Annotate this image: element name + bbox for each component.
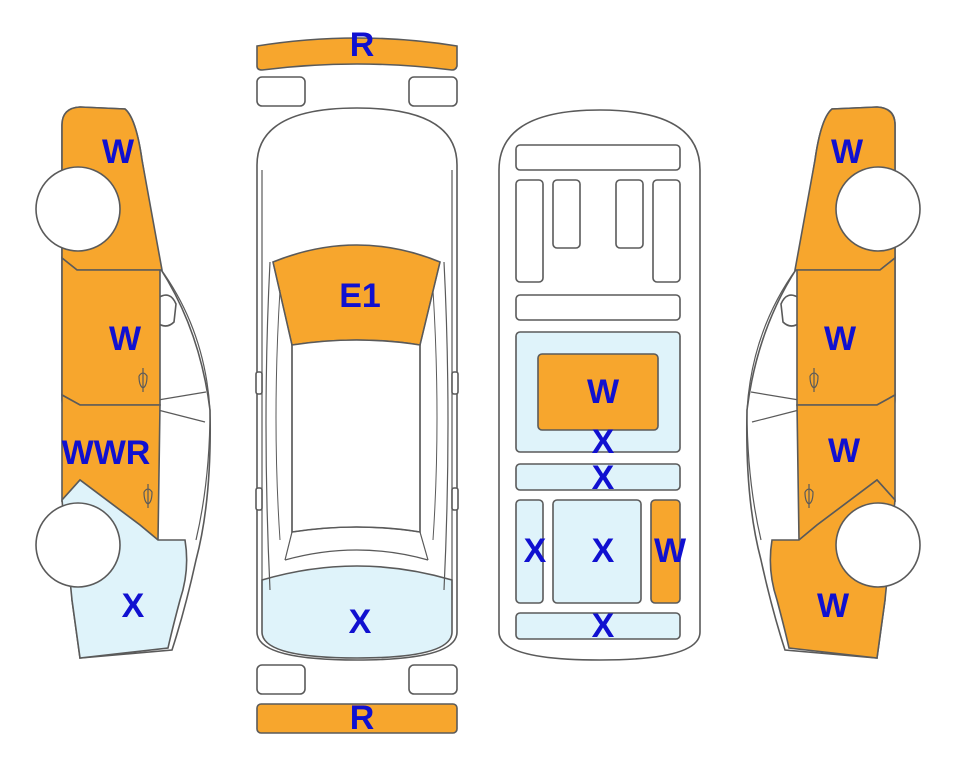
left-front-wheel [35,166,121,252]
hood-label: E1 [339,277,381,315]
right-rear-wheel [835,502,921,588]
right-rear-quarter-label: W [817,587,850,625]
underbody-view: W X X X X W X [498,109,701,661]
front-bumper-label: R [350,26,375,64]
rear-bumper-label: R [350,699,375,737]
rear-bumper[interactable]: R [256,699,458,737]
floor-strip-panel[interactable]: X [515,459,681,497]
floor-box-panel[interactable]: X [552,499,642,604]
rear-panel[interactable] [261,565,453,659]
floor-right-label: W [654,532,687,570]
left-fender-label: W [102,133,135,171]
front-left-headlight-box [256,76,306,107]
rear-panel-label: X [349,603,372,641]
left-rear-door-label: WWR [62,434,151,472]
floor-bottom-label: X [592,607,615,645]
floor-bottom-panel[interactable]: X [515,607,681,645]
floor-left-panel[interactable]: X [515,499,547,604]
floor-strip-label: X [592,459,615,497]
right-fender-label: W [831,133,864,171]
right-front-wheel [835,166,921,252]
floor-mid-label: X [592,423,615,461]
right-side-view: W W W W [745,106,921,659]
rear-left-light-box [256,664,306,695]
left-front-door-label: W [109,320,142,358]
left-rear-wheel [35,502,121,588]
floor-right-panel[interactable]: W [650,499,687,604]
left-side-view: W W WWR X [35,106,212,659]
right-front-door-label: W [824,320,857,358]
front-bumper[interactable]: R [256,26,458,71]
floor-box-label: X [592,532,615,570]
left-rear-quarter-label: X [122,587,145,625]
right-rear-door-label: W [828,432,861,470]
floor-left-label: X [524,532,547,570]
floor-center-label: W [587,373,620,411]
front-right-headlight-box [408,76,458,107]
rear-right-light-box [408,664,458,695]
floor-center-panel[interactable]: W [537,353,659,431]
top-view-exterior: E1 X [255,107,459,661]
